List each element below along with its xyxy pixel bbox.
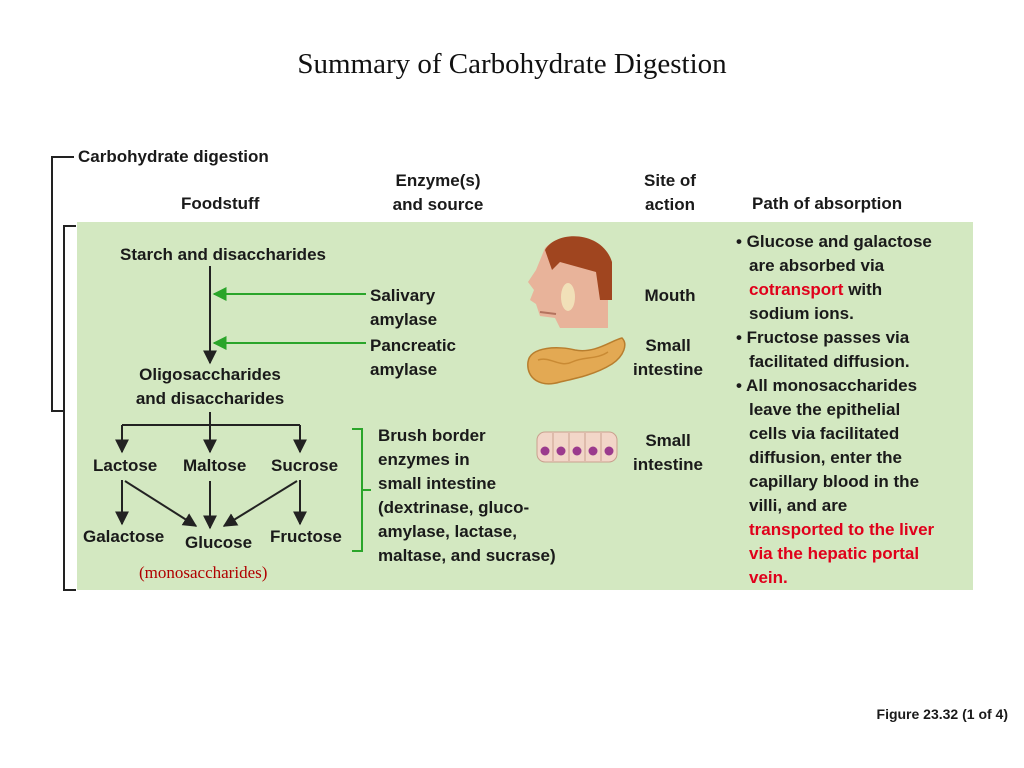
label-oligo-line2: and disaccharides bbox=[135, 389, 285, 408]
brush-line-6: maltase, and sucrase) bbox=[378, 546, 556, 565]
arrow-sucrose-to-glucose bbox=[222, 480, 298, 527]
absorption-text: • Glucose and galactose are absorbed via… bbox=[736, 230, 972, 590]
label-pancreatic-line2: amylase bbox=[370, 360, 438, 379]
absorption-b3-line2: leave the epithelial bbox=[749, 400, 901, 419]
epithelial-cells-icon bbox=[536, 431, 618, 463]
absorption-b1-line4: sodium ions. bbox=[749, 304, 854, 323]
site-si2-line1: Small bbox=[645, 431, 691, 450]
label-site-small-intestine-2: Small intestine bbox=[618, 429, 718, 477]
pancreas-icon bbox=[527, 337, 626, 385]
arrow-lactose-to-glucose bbox=[124, 480, 198, 527]
site-si2-line2: intestine bbox=[633, 455, 703, 474]
absorption-b3-line5: capillary blood in the bbox=[749, 472, 920, 491]
outer-bracket bbox=[51, 156, 74, 412]
header-site-line1: Site of bbox=[644, 171, 696, 190]
absorption-b3-line4: diffusion, enter the bbox=[749, 448, 902, 467]
label-pancreatic-line1: Pancreatic bbox=[370, 336, 456, 355]
label-salivary-line2: amylase bbox=[370, 310, 438, 329]
absorption-b3-line1: • All monosaccharides bbox=[736, 376, 918, 395]
label-galactose: Galactose bbox=[83, 527, 165, 546]
header-enzyme-line2: and source bbox=[392, 195, 484, 214]
page-title: Summary of Carbohydrate Digestion bbox=[297, 48, 727, 80]
label-brush-border-enzymes: Brush border enzymes in small intestine … bbox=[378, 424, 556, 568]
label-site-mouth: Mouth bbox=[644, 286, 696, 305]
digestion-panel bbox=[77, 222, 973, 590]
absorption-b2-line1: • Fructose passes via bbox=[736, 328, 910, 347]
head-profile-icon bbox=[528, 236, 612, 328]
label-pancreatic-amylase: Pancreatic amylase bbox=[370, 334, 456, 382]
brush-line-2: enzymes in bbox=[378, 450, 470, 469]
label-sucrose: Sucrose bbox=[271, 456, 339, 475]
absorption-b3-red1: transported to the liver bbox=[749, 520, 935, 539]
site-si1-line1: Small bbox=[645, 336, 691, 355]
branch-to-disaccharides bbox=[122, 412, 300, 426]
absorption-b1-after-red: with bbox=[843, 280, 883, 299]
header-site-line2: action bbox=[644, 195, 696, 214]
absorption-b1-line1: • Glucose and galactose bbox=[736, 232, 932, 251]
brush-line-1: Brush border bbox=[378, 426, 486, 445]
header-path: Path of absorption bbox=[752, 194, 903, 213]
absorption-b1-line2: are absorbed via bbox=[749, 256, 885, 275]
absorption-b3-red3: vein. bbox=[749, 568, 788, 587]
brush-line-5: amylase, lactase, bbox=[378, 522, 517, 541]
absorption-b3-line6: villi, and are bbox=[749, 496, 848, 515]
header-site: Site of action bbox=[615, 169, 725, 217]
label-site-small-intestine-1: Small intestine bbox=[618, 334, 718, 382]
header-enzyme: Enzyme(s) and source bbox=[368, 169, 508, 217]
brush-line-3: small intestine bbox=[378, 474, 497, 493]
site-si1-line2: intestine bbox=[633, 360, 703, 379]
header-foodstuff: Foodstuff bbox=[181, 194, 260, 213]
label-monosaccharides: (monosaccharides) bbox=[139, 563, 268, 582]
section-label: Carbohydrate digestion bbox=[78, 147, 269, 166]
label-oligosaccharides: Oligosaccharides and disaccharides bbox=[120, 363, 300, 411]
absorption-b1-line3: cotransport with bbox=[736, 278, 972, 302]
header-enzyme-line1: Enzyme(s) bbox=[395, 171, 481, 190]
brush-line-4: (dextrinase, gluco- bbox=[378, 498, 530, 517]
label-salivary-amylase: Salivary amylase bbox=[370, 284, 437, 332]
label-salivary-line1: Salivary bbox=[370, 286, 436, 305]
cotransport-term: cotransport bbox=[749, 280, 844, 299]
absorption-b2-line2: facilitated diffusion. bbox=[749, 352, 910, 371]
label-glucose: Glucose bbox=[185, 533, 253, 552]
absorption-b3-red2: via the hepatic portal bbox=[749, 544, 920, 563]
brush-border-bracket bbox=[352, 428, 363, 552]
label-lactose: Lactose bbox=[93, 456, 158, 475]
label-maltose: Maltose bbox=[183, 456, 247, 475]
absorption-b3-line3: cells via facilitated bbox=[749, 424, 900, 443]
inner-bracket bbox=[63, 225, 76, 591]
label-oligo-line1: Oligosaccharides bbox=[139, 365, 281, 384]
label-fructose: Fructose bbox=[270, 527, 342, 546]
figure-label: Figure 23.32 (1 of 4) bbox=[876, 706, 1008, 722]
label-starch: Starch and disaccharides bbox=[120, 245, 326, 264]
